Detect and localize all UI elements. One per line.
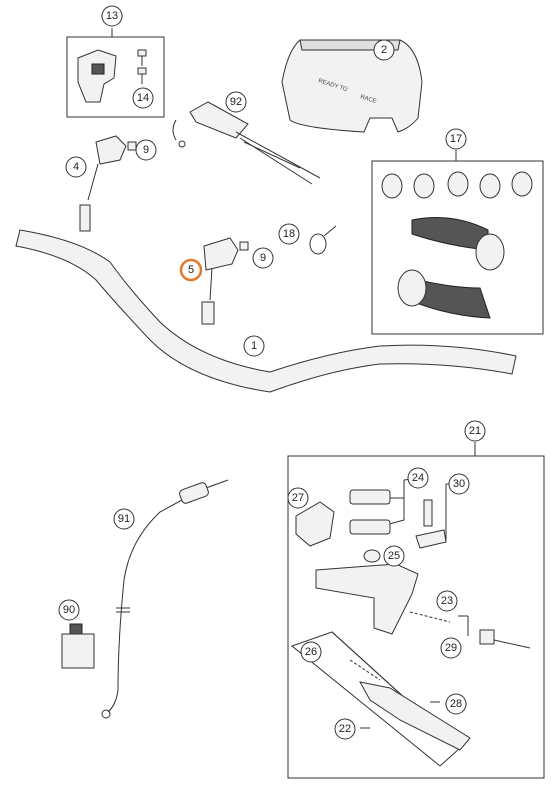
- group-box-21: [287, 442, 545, 779]
- callout-92[interactable]: 92: [225, 91, 247, 113]
- switch-left: [79, 135, 137, 232]
- callout-91[interactable]: 91: [113, 508, 135, 530]
- callout-9-upper[interactable]: 9: [135, 139, 157, 161]
- callout-90[interactable]: 90: [58, 599, 80, 621]
- callout-9-upper-label: 9: [143, 144, 149, 156]
- callout-22-label: 22: [339, 723, 351, 735]
- callout-2[interactable]: 2: [373, 39, 395, 61]
- callout-14[interactable]: 14: [132, 87, 154, 109]
- callout-9-lower[interactable]: 9: [252, 247, 274, 269]
- callout-13[interactable]: 13: [101, 5, 123, 27]
- callout-23[interactable]: 23: [436, 590, 458, 612]
- callout-5-highlighted[interactable]: 5: [179, 258, 203, 282]
- group-box-13: [66, 28, 165, 118]
- callout-90-label: 90: [63, 604, 75, 616]
- callout-25-label: 25: [388, 550, 400, 562]
- handlebar-pad: READY TO RACE: [281, 39, 423, 133]
- handlebar: [15, 229, 517, 393]
- clutch-cable: [101, 479, 229, 719]
- callout-29-label: 29: [445, 642, 457, 654]
- callout-4[interactable]: 4: [65, 156, 87, 178]
- callout-25[interactable]: 25: [383, 545, 405, 567]
- callout-17-label: 17: [450, 133, 462, 145]
- callout-30-label: 30: [453, 478, 465, 490]
- callout-27[interactable]: 27: [287, 487, 309, 509]
- callout-24[interactable]: 24: [407, 467, 429, 489]
- callout-91-label: 91: [118, 513, 130, 525]
- callout-14-label: 14: [137, 92, 149, 104]
- callout-27-label: 27: [292, 492, 304, 504]
- pad-text-right: RACE: [359, 94, 377, 105]
- callout-17[interactable]: 17: [445, 128, 467, 150]
- group-box-17: [371, 150, 544, 335]
- callout-21[interactable]: 21: [464, 420, 486, 442]
- callout-18[interactable]: 18: [278, 223, 300, 245]
- callout-26-label: 26: [305, 646, 317, 658]
- callout-2-label: 2: [381, 44, 387, 56]
- callout-5-label: 5: [188, 264, 194, 276]
- cable-tie: [309, 225, 337, 255]
- callout-1-label: 1: [251, 340, 257, 352]
- callout-92-label: 92: [230, 96, 242, 108]
- callout-22[interactable]: 22: [334, 718, 356, 740]
- callout-28-label: 28: [450, 698, 462, 710]
- callout-23-label: 23: [441, 595, 453, 607]
- callout-13-label: 13: [106, 10, 118, 22]
- callout-1[interactable]: 1: [243, 335, 265, 357]
- switch-right: [201, 237, 249, 325]
- callout-29[interactable]: 29: [440, 637, 462, 659]
- throttle-assembly: [172, 101, 321, 185]
- fluid-bottle: [61, 623, 95, 669]
- callout-26[interactable]: 26: [300, 641, 322, 663]
- callout-24-label: 24: [412, 472, 424, 484]
- callout-28[interactable]: 28: [445, 693, 467, 715]
- callout-18-label: 18: [283, 228, 295, 240]
- callout-30[interactable]: 30: [448, 473, 470, 495]
- callout-9-lower-label: 9: [260, 252, 266, 264]
- callout-21-label: 21: [469, 425, 481, 437]
- callout-4-label: 4: [73, 161, 79, 173]
